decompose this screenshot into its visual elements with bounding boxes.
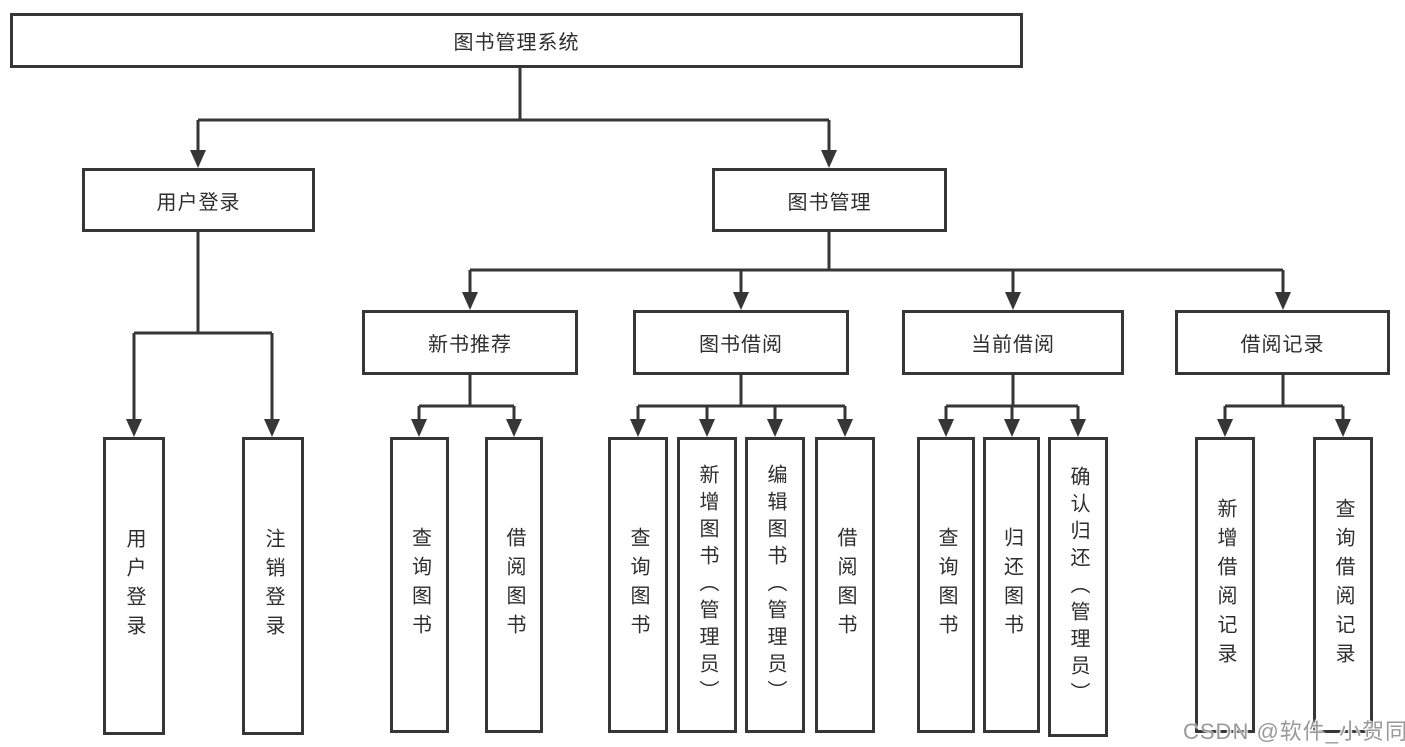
leaf-label: 归还图书 (1000, 527, 1023, 643)
node-leaf-query-book-2: 查询图书 (608, 437, 668, 733)
node-leaf-confirm-return-admin: 确认归还（管理员） (1048, 437, 1108, 737)
connector-book-mgmt-children (462, 232, 1291, 310)
connector-new-book-children (411, 375, 522, 437)
arrow-down-icon (767, 419, 783, 437)
arrow-down-icon (462, 292, 478, 310)
connector-line (417, 375, 516, 421)
arrow-down-icon (699, 419, 715, 437)
arrow-down-icon (506, 419, 522, 437)
node-book-borrow: 图书借阅 (633, 310, 849, 375)
node-leaf-query-book-3: 查询图书 (917, 437, 975, 733)
connector-root-to-level2 (190, 68, 837, 168)
arrow-down-icon (1005, 292, 1021, 310)
node-leaf-edit-book-admin: 编辑图书（管理员） (745, 437, 805, 733)
leaf-label: 查询图书 (627, 527, 649, 643)
node-leaf-add-borrow-record: 新增借阅记录 (1195, 437, 1255, 733)
arrow-down-icon (733, 292, 749, 310)
node-root-system: 图书管理系统 (10, 13, 1023, 68)
arrow-down-icon (1070, 419, 1086, 437)
arrow-down-icon (1275, 292, 1291, 310)
arrow-down-icon (837, 419, 853, 437)
arrow-down-icon (411, 419, 427, 437)
leaf-label: 确认归还（管理员） (1067, 465, 1089, 709)
node-new-book-recommend: 新书推荐 (362, 310, 578, 375)
connector-line (944, 375, 1080, 421)
connector-borrow-record-children (1217, 375, 1351, 437)
connector-line (636, 375, 847, 421)
node-leaf-return-book: 归还图书 (983, 437, 1040, 733)
connector-line (1223, 375, 1345, 421)
leaf-label: 新增借阅记录 (1214, 498, 1236, 672)
connector-current-borrow-children (938, 375, 1086, 437)
arrow-down-icon (190, 150, 206, 168)
arrow-down-icon (630, 419, 646, 437)
leaf-label: 新增图书（管理员） (696, 463, 718, 707)
arrow-down-icon (1217, 419, 1233, 437)
arrow-down-icon (1004, 419, 1020, 437)
node-book-management: 图书管理 (712, 168, 947, 232)
leaf-label: 查询图书 (408, 527, 431, 643)
node-leaf-borrow-book-2: 借阅图书 (815, 437, 875, 733)
csdn-watermark: CSDN @软件_小贺同学 (1183, 719, 1405, 744)
connector-line (196, 68, 831, 152)
connector-user-login-children (126, 232, 280, 437)
arrow-down-icon (938, 419, 954, 437)
leaf-label: 借阅图书 (503, 527, 525, 643)
arrow-down-icon (821, 150, 837, 168)
connector-line (132, 232, 274, 421)
leaf-label: 编辑图书（管理员） (764, 463, 786, 707)
leaf-label: 查询图书 (935, 527, 957, 643)
arrow-down-icon (264, 419, 280, 437)
node-leaf-logout: 注销登录 (242, 437, 304, 735)
arrow-down-icon (126, 419, 142, 437)
node-leaf-borrow-book-1: 借阅图书 (485, 437, 543, 733)
connector-line (468, 232, 1285, 294)
leaf-label: 注销登录 (262, 528, 284, 644)
leaf-label: 查询借阅记录 (1332, 498, 1354, 672)
leaf-label: 借阅图书 (834, 527, 856, 643)
node-leaf-add-book-admin: 新增图书（管理员） (677, 437, 737, 733)
node-current-borrow: 当前借阅 (902, 310, 1124, 375)
node-borrow-record: 借阅记录 (1175, 310, 1390, 375)
arrow-down-icon (1335, 419, 1351, 437)
node-user-login: 用户登录 (82, 168, 315, 232)
node-leaf-query-book-1: 查询图书 (390, 437, 449, 733)
connector-book-borrow-children (630, 375, 853, 437)
node-leaf-query-borrow-record: 查询借阅记录 (1313, 437, 1373, 733)
node-leaf-user-login: 用户登录 (103, 437, 165, 735)
leaf-label: 用户登录 (123, 528, 145, 644)
